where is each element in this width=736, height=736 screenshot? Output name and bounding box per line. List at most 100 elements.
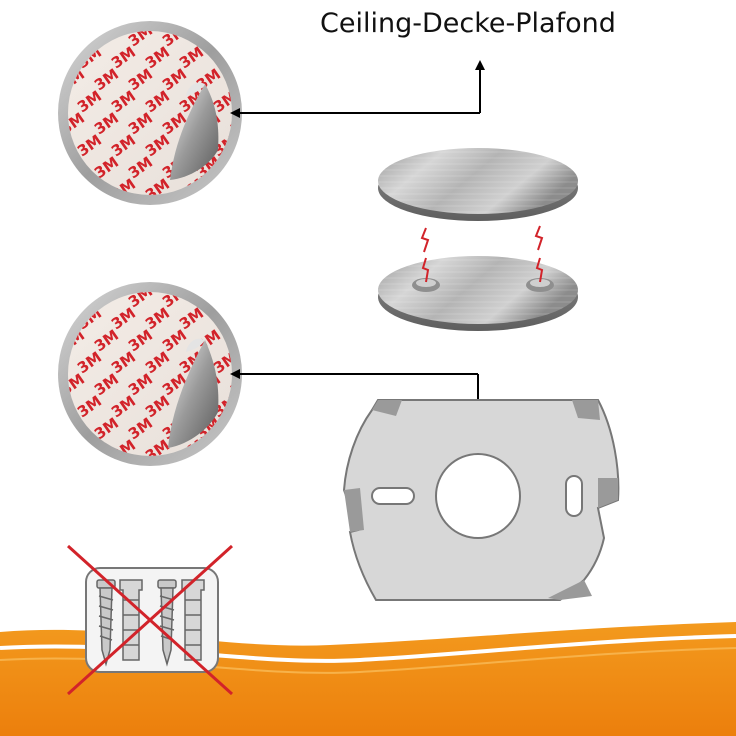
pad-label-3m: 3M <box>23 282 54 311</box>
pad-label-3m: 3M <box>125 238 156 267</box>
pad-label-3m: 3M <box>278 260 309 289</box>
pad-label-3m: 3M <box>6 392 37 421</box>
pad-label-3m: 3M <box>91 197 122 226</box>
pad-label-3m: 3M <box>40 0 71 28</box>
pad-label-3m: 3M <box>210 175 241 204</box>
pad-label-3m: 3M <box>295 414 326 443</box>
pad-label-3m: 3M <box>295 238 326 267</box>
pad-label-3m: 3M <box>278 392 309 421</box>
pad-label-3m: 3M <box>176 260 207 289</box>
pad-label-3m: 3M <box>227 197 258 226</box>
pad-label-3m: 3M <box>23 458 54 487</box>
pad-label-3m: 3M <box>210 436 241 465</box>
pad-label-3m: 3M <box>57 197 88 226</box>
pad-label-3m: 3M <box>23 153 54 182</box>
pad-label-3m: 3M <box>193 0 224 6</box>
pad-label-3m: 3M <box>295 65 326 94</box>
pad-label-3m: 3M <box>40 175 71 204</box>
pad-label-3m: 3M <box>227 370 258 399</box>
pad-label-3m: 3M <box>159 0 190 6</box>
pad-label-3m: 3M <box>6 131 37 160</box>
pad-label-3m: 3M <box>40 43 71 72</box>
pad-label-3m: 3M <box>295 0 326 6</box>
pad-label-3m: 3M <box>74 0 105 28</box>
pad-label-3m: 3M <box>295 282 326 311</box>
pad-label-3m: 3M <box>227 109 258 138</box>
pad-label-3m: 3M <box>295 326 326 355</box>
pad-label-3m: 3M <box>6 436 37 465</box>
pad-label-3m: 3M <box>210 0 241 28</box>
pad-label-3m: 3M <box>244 392 275 421</box>
pad-label-3m: 3M <box>244 304 275 333</box>
pad-label-3m: 3M <box>125 0 156 6</box>
pad-label-3m: 3M <box>244 436 275 465</box>
pad-label-3m: 3M <box>193 458 224 487</box>
pad-label-3m: 3M <box>261 238 292 267</box>
pad-label-3m: 3M <box>261 458 292 487</box>
pad-label-3m: 3M <box>227 414 258 443</box>
pad-label-3m: 3M <box>261 21 292 50</box>
pad-label-3m: 3M <box>278 304 309 333</box>
pad-label-3m: 3M <box>278 0 309 28</box>
pad-label-3m: 3M <box>244 260 275 289</box>
pad-label-3m: 3M <box>193 238 224 267</box>
pad-label-3m: 3M <box>227 282 258 311</box>
pad-label-3m: 3M <box>91 238 122 267</box>
pad-label-3m: 3M <box>57 458 88 487</box>
pad-label-3m: 3M <box>278 87 309 116</box>
mounting-plate-icon <box>342 399 620 601</box>
pad-label-3m: 3M <box>227 238 258 267</box>
pad-label-3m: 3M <box>210 260 241 289</box>
magnetic-discs-icon <box>378 148 578 331</box>
pad-label-3m: 3M <box>295 21 326 50</box>
pad-label-3m: 3M <box>278 175 309 204</box>
pad-label-3m: 3M <box>295 153 326 182</box>
pad-label-3m: 3M <box>23 197 54 226</box>
pad-label-3m: 3M <box>6 304 37 333</box>
arrow-pad-to-ceiling <box>230 60 485 118</box>
pad-label-3m: 3M <box>295 458 326 487</box>
pad-label-3m: 3M <box>176 0 207 28</box>
pad-label-3m: 3M <box>278 348 309 377</box>
pad-label-3m: 3M <box>6 348 37 377</box>
pad-label-3m: 3M <box>244 43 275 72</box>
pad-label-3m: 3M <box>159 238 190 267</box>
pad-label-3m: 3M <box>261 197 292 226</box>
pad-label-3m: 3M <box>6 175 37 204</box>
pad-label-3m: 3M <box>40 436 71 465</box>
pad-label-3m: 3M <box>244 348 275 377</box>
pad-label-3m: 3M <box>278 131 309 160</box>
pad-label-3m: 3M <box>40 348 71 377</box>
pad-label-3m: 3M <box>57 21 88 50</box>
pad-label-3m: 3M <box>227 458 258 487</box>
pad-label-3m: 3M <box>261 326 292 355</box>
pad-label-3m: 3M <box>227 21 258 50</box>
ceiling-caption: Ceiling-Decke-Plafond <box>320 8 616 39</box>
pad-label-3m: 3M <box>40 260 71 289</box>
pad-label-3m: 3M <box>261 153 292 182</box>
pad-label-3m: 3M <box>91 458 122 487</box>
pad-label-3m: 3M <box>244 87 275 116</box>
pad-label-3m: 3M <box>261 282 292 311</box>
pad-label-3m: 3M <box>23 370 54 399</box>
pad-label-3m: 3M <box>261 0 292 6</box>
pad-label-3m: 3M <box>40 87 71 116</box>
pad-label-3m: 3M <box>23 109 54 138</box>
pad-label-3m: 3M <box>57 0 88 6</box>
pad-label-3m: 3M <box>6 43 37 72</box>
pad-label-3m: 3M <box>23 21 54 50</box>
pad-label-3m: 3M <box>57 282 88 311</box>
pad-label-3m: 3M <box>295 197 326 226</box>
pad-label-3m: 3M <box>91 0 122 6</box>
pad-label-3m: 3M <box>23 414 54 443</box>
pad-label-3m: 3M <box>278 43 309 72</box>
pad-label-3m: 3M <box>244 131 275 160</box>
pad-label-3m: 3M <box>6 260 37 289</box>
no-screws-icon <box>66 544 234 696</box>
pad-label-3m: 3M <box>244 0 275 28</box>
pad-label-3m: 3M <box>23 0 54 6</box>
pad-label-3m: 3M <box>40 304 71 333</box>
pad-label-3m: 3M <box>278 436 309 465</box>
pad-label-3m: 3M <box>261 414 292 443</box>
pad-label-3m: 3M <box>6 0 37 28</box>
